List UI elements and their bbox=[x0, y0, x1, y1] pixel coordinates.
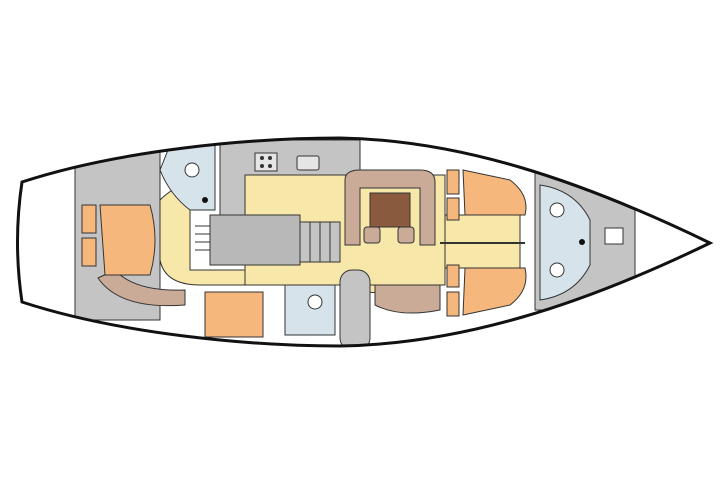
fwd-berth-port bbox=[462, 169, 527, 216]
fwd-locker bbox=[446, 291, 460, 317]
toilet-icon bbox=[184, 162, 200, 178]
mid-head bbox=[284, 284, 336, 336]
stool-icon bbox=[363, 226, 381, 244]
toilet-icon bbox=[549, 202, 565, 218]
u-settee bbox=[344, 169, 436, 246]
aft-locker bbox=[81, 204, 97, 234]
aft-settee bbox=[97, 269, 186, 307]
fwd-berth-starboard bbox=[462, 267, 527, 316]
stool-icon bbox=[397, 226, 415, 244]
fwd-locker bbox=[446, 169, 460, 195]
fwd-locker bbox=[446, 197, 460, 221]
sink-icon bbox=[296, 155, 320, 171]
saloon-table bbox=[369, 192, 411, 228]
aft-cabin-berth bbox=[99, 204, 156, 276]
aft-head bbox=[159, 144, 216, 211]
drain-icon bbox=[202, 197, 208, 203]
galley-block bbox=[209, 214, 301, 266]
toilet-icon bbox=[307, 294, 323, 310]
drain-icon bbox=[579, 239, 585, 245]
aft-locker bbox=[81, 237, 97, 267]
anchor-locker-hatch bbox=[604, 227, 624, 245]
hull-outline bbox=[16, 136, 714, 348]
mast-column bbox=[339, 269, 371, 346]
interior bbox=[74, 139, 636, 346]
guest-berth bbox=[204, 291, 264, 338]
stove-icon bbox=[254, 152, 278, 172]
toilet-icon bbox=[549, 262, 565, 278]
step-lines bbox=[195, 222, 331, 262]
fwd-locker bbox=[446, 264, 460, 288]
lower-settee bbox=[374, 284, 441, 314]
